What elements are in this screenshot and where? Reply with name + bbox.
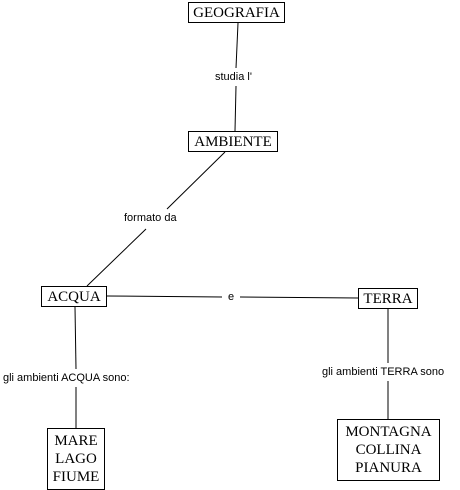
connector-geografia-ambiente-lower bbox=[234, 85, 237, 132]
node-acqua-text: ACQUA bbox=[47, 289, 101, 305]
link-label-studia: studia l' bbox=[214, 70, 253, 84]
link-label-formato-da: formato da bbox=[123, 211, 178, 225]
connector-ambiente-acqua-lower bbox=[86, 228, 147, 287]
connector-acqua-terra-right bbox=[239, 296, 359, 299]
node-terra[interactable]: TERRA bbox=[358, 288, 418, 309]
node-ambiente-text: AMBIENTE bbox=[194, 134, 272, 150]
connector-acqua-ambienti-upper bbox=[74, 306, 77, 370]
node-ambienti-acqua-line-3: FIUME bbox=[52, 469, 100, 485]
connector-ambiente-acqua-upper bbox=[166, 151, 226, 210]
link-label-e: e bbox=[227, 290, 236, 304]
node-ambienti-terra[interactable]: MONTAGNA COLLINA PIANURA bbox=[337, 419, 440, 481]
connector-geografia-ambiente-upper bbox=[235, 22, 239, 69]
node-ambienti-terra-line-3: PIANURA bbox=[355, 460, 422, 476]
node-terra-text: TERRA bbox=[363, 291, 413, 307]
node-ambiente[interactable]: AMBIENTE bbox=[188, 131, 278, 152]
node-ambienti-acqua-line-1: MARE bbox=[54, 433, 98, 449]
node-ambienti-terra-line-2: COLLINA bbox=[355, 442, 422, 458]
node-ambienti-terra-line-1: MONTAGNA bbox=[345, 424, 432, 440]
node-ambienti-acqua-line-2: LAGO bbox=[55, 451, 97, 467]
node-geografia-text: GEOGRAFIA bbox=[193, 5, 280, 21]
link-label-ambienti-acqua-sono: gli ambienti ACQUA sono: bbox=[2, 371, 131, 385]
node-geografia[interactable]: GEOGRAFIA bbox=[188, 2, 285, 23]
node-acqua[interactable]: ACQUA bbox=[41, 286, 107, 307]
node-ambienti-acqua[interactable]: MARE LAGO FIUME bbox=[47, 428, 105, 490]
link-label-ambienti-terra-sono: gli ambienti TERRA sono bbox=[321, 365, 446, 379]
connector-acqua-terra-left bbox=[106, 295, 223, 298]
